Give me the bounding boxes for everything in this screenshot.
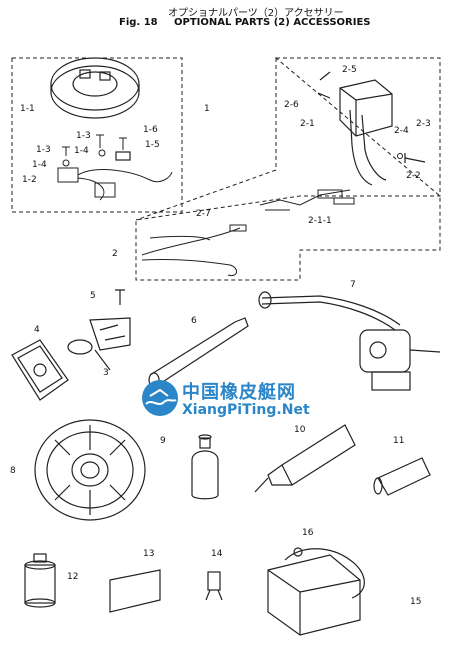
figure-title: OPTIONAL PARTS (2) ACCESSORIES xyxy=(174,17,371,28)
japanese-title: オプショナルパーツ（2）アクセサリー xyxy=(168,8,344,19)
small-tube-part xyxy=(373,457,431,496)
callout-1: 1 xyxy=(204,104,210,114)
pad-part xyxy=(11,339,69,401)
callout-1-3-top: 1-3 xyxy=(76,131,91,141)
callout-2-5: 2-5 xyxy=(342,65,357,75)
callout-1-4-mid: 1-4 xyxy=(74,146,89,156)
pulser-coil-part xyxy=(57,167,173,201)
callout-3: 3 xyxy=(103,368,109,378)
rectifier-part xyxy=(317,71,393,186)
callout-1-6: 1-6 xyxy=(143,125,158,135)
bracket-part xyxy=(67,317,131,371)
callout-1-2: 1-2 xyxy=(22,175,37,185)
plug-part xyxy=(205,571,223,601)
callout-1-4-left: 1-4 xyxy=(32,160,47,170)
callout-1-3-left: 1-3 xyxy=(36,145,51,155)
connector-parts xyxy=(259,189,355,211)
callout-7: 7 xyxy=(350,280,356,290)
callout-2-4: 2-4 xyxy=(394,126,409,136)
callout-14: 14 xyxy=(211,549,223,559)
can-part xyxy=(24,553,56,608)
callout-2-7: 2-7 xyxy=(196,209,211,219)
watermark-url: XiangPiTing.Net xyxy=(182,402,310,418)
callout-16: 16 xyxy=(302,528,314,538)
wave-logo-icon xyxy=(142,380,178,416)
callout-2-1-1: 2-1-1 xyxy=(308,216,332,226)
callout-9: 9 xyxy=(160,436,166,446)
callout-8: 8 xyxy=(10,466,16,476)
watermark-chinese: 中国橡皮艇网 xyxy=(182,382,296,403)
callout-13: 13 xyxy=(143,549,155,559)
callout-10: 10 xyxy=(294,425,306,435)
fuel-tank-part xyxy=(267,547,365,636)
bolt-parts xyxy=(62,134,127,167)
wire-harness-part xyxy=(141,224,247,277)
callout-2-3: 2-3 xyxy=(416,119,431,129)
group-2-box xyxy=(135,57,441,281)
callout-2: 2 xyxy=(112,249,118,259)
group-1-box xyxy=(11,57,183,213)
remote-control-part xyxy=(258,291,441,391)
rod-part xyxy=(148,317,249,388)
callout-15: 15 xyxy=(410,597,422,607)
bottle-part xyxy=(191,434,219,500)
stator-part xyxy=(50,57,140,119)
callout-6: 6 xyxy=(191,316,197,326)
callout-1-1: 1-1 xyxy=(20,104,35,114)
callout-2-6: 2-6 xyxy=(284,100,299,110)
callout-5: 5 xyxy=(90,291,96,301)
callout-11: 11 xyxy=(393,436,405,446)
callout-1-5: 1-5 xyxy=(145,140,160,150)
cloth-part xyxy=(109,569,161,613)
watermark: 中国橡皮艇网 XiangPiTing.Net xyxy=(140,376,320,424)
callout-4: 4 xyxy=(34,325,40,335)
callout-2-1: 2-1 xyxy=(300,119,315,129)
pulley-part xyxy=(34,419,146,521)
figure-number: Fig. 18 xyxy=(119,17,158,28)
figure-header: オプショナルパーツ（2）アクセサリー Fig. 18 OPTIONAL PART… xyxy=(0,0,450,34)
tube-part xyxy=(254,424,356,493)
callout-12: 12 xyxy=(67,572,79,582)
callout-2-2: 2-2 xyxy=(406,171,421,181)
